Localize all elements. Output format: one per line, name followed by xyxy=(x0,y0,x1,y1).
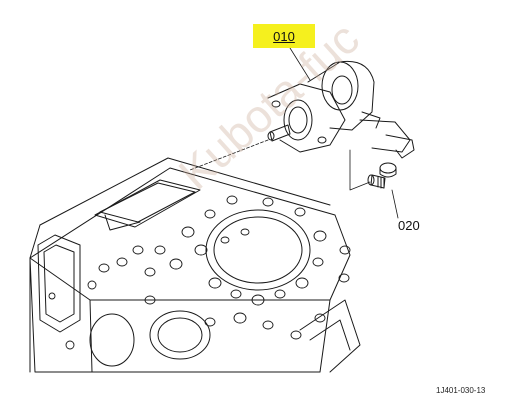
part-020-bolt xyxy=(367,162,397,189)
callout-020[interactable]: 020 xyxy=(398,218,420,233)
callout-010-label: 010 xyxy=(273,28,295,44)
bolt-holes xyxy=(48,195,351,350)
part-010-actuator xyxy=(267,60,415,159)
leader-lines xyxy=(189,47,399,219)
callout-010[interactable]: 010 xyxy=(253,24,315,48)
figure-code: 1J401-030-13 xyxy=(436,386,486,395)
gear-case-block xyxy=(29,157,361,373)
